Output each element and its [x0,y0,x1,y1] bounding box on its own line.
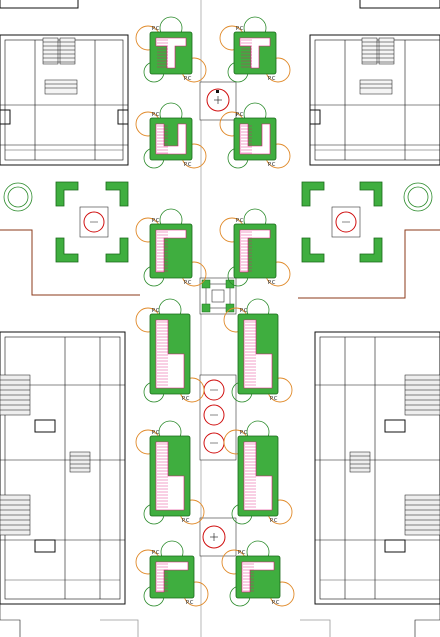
fountain-tile-left [79,206,109,238]
tree-label: P.C [152,218,160,224]
tree-label: P.C [268,76,276,82]
fountain-tile-top [199,81,237,121]
edge-shrubs [3,182,433,212]
corner-planters-right [301,181,383,263]
planter-module: P.C P.C [135,298,205,403]
tree-label: P.C [182,518,190,524]
building-top-left [0,0,129,166]
tree-label: P.C [272,600,280,606]
tree-label: P.C [184,76,192,82]
flower-bed [239,123,271,155]
tree-label: P.C [270,396,278,402]
tree-label: P.C [236,112,244,118]
planter-module: P.C P.C [221,540,295,607]
hedge-planters: P.CP.CP.CP.CP.CP.CP.CP.CP.CP.CP.CP.CP.CP… [135,16,295,607]
planter-module: P.C P.C [223,420,293,525]
tree-label: P.C [186,600,194,606]
building-top-right [309,0,440,166]
building-bottom-left [0,331,126,637]
walkway-edge-right [300,619,331,637]
tree-label: P.C [236,26,244,32]
tree-label: P.C [152,112,160,118]
building-bottom-right [314,331,440,637]
fountain-tile-bottom [199,517,237,557]
tree-label: P.C [240,308,248,314]
tree-label: P.C [268,280,276,286]
tree-label: P.C [152,550,160,556]
planter-module: P.C P.C [219,102,291,169]
corner-planters-left [55,181,129,263]
tree-label: P.C [182,396,190,402]
planter-module: P.C P.C [135,102,207,169]
planter-module: P.C P.C [223,298,293,403]
tree-label: P.C [270,518,278,524]
planter-module: P.C P.C [135,420,205,525]
flower-bed [155,123,187,155]
tree-label: P.C [152,308,160,314]
planter-module: P.C P.C [219,208,291,287]
central-plaza [199,277,237,315]
tree-label: P.C [240,430,248,436]
fountain-strip-middle [199,374,237,461]
tree-label: P.C [152,430,160,436]
tree-label: P.C [238,550,246,556]
planter-module: P.C P.C [135,208,207,287]
tree-label: P.C [152,26,160,32]
planter-module: P.C P.C [219,16,291,83]
tree-label: P.C [268,162,276,168]
fountain-tile-right [331,206,361,238]
tree-label: P.C [236,218,244,224]
planter-module: P.C P.C [135,16,207,83]
planter-module: P.C P.C [135,540,209,607]
walkway-edge-left [100,619,139,637]
tree-label: P.C [184,280,192,286]
site-boundary [0,229,440,299]
tree-label: P.C [184,162,192,168]
